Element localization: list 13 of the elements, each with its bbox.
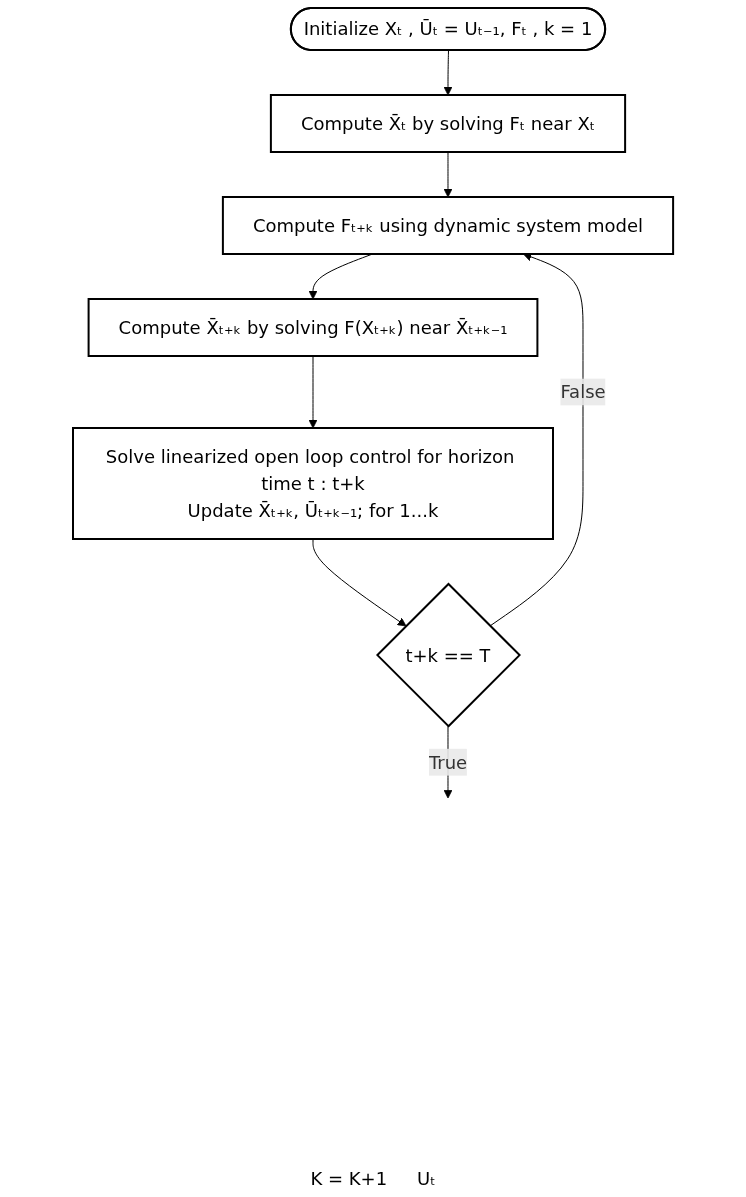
arrow xyxy=(308,355,318,429)
node-box: Compute X̄ₜ₊ₖ by solving F(Xₜ₊ₖ) near X̄ₜ₊ₖ₋₁ xyxy=(87,298,539,357)
node-box: Solve linearized open loop control for horizon time t : t+k Update X̄ₜ₊ₖ, Ūₜ₊ₖ₋₁; for 1...k xyxy=(71,427,554,540)
node-box: Compute X̄ₜ by solving Fₜ near Xₜ xyxy=(269,94,627,153)
node-diamond: t+k == T xyxy=(375,582,521,728)
note-text: Uₜ xyxy=(417,1168,436,1189)
note-text: K = K+1 xyxy=(310,1168,388,1189)
node-box: Compute Fₜ₊ₖ using dynamic system model xyxy=(221,196,675,255)
arrow xyxy=(312,538,407,627)
arrow xyxy=(443,50,453,96)
edge-label: True xyxy=(428,751,468,773)
edge-label: False xyxy=(560,381,606,403)
arrow xyxy=(443,151,453,198)
